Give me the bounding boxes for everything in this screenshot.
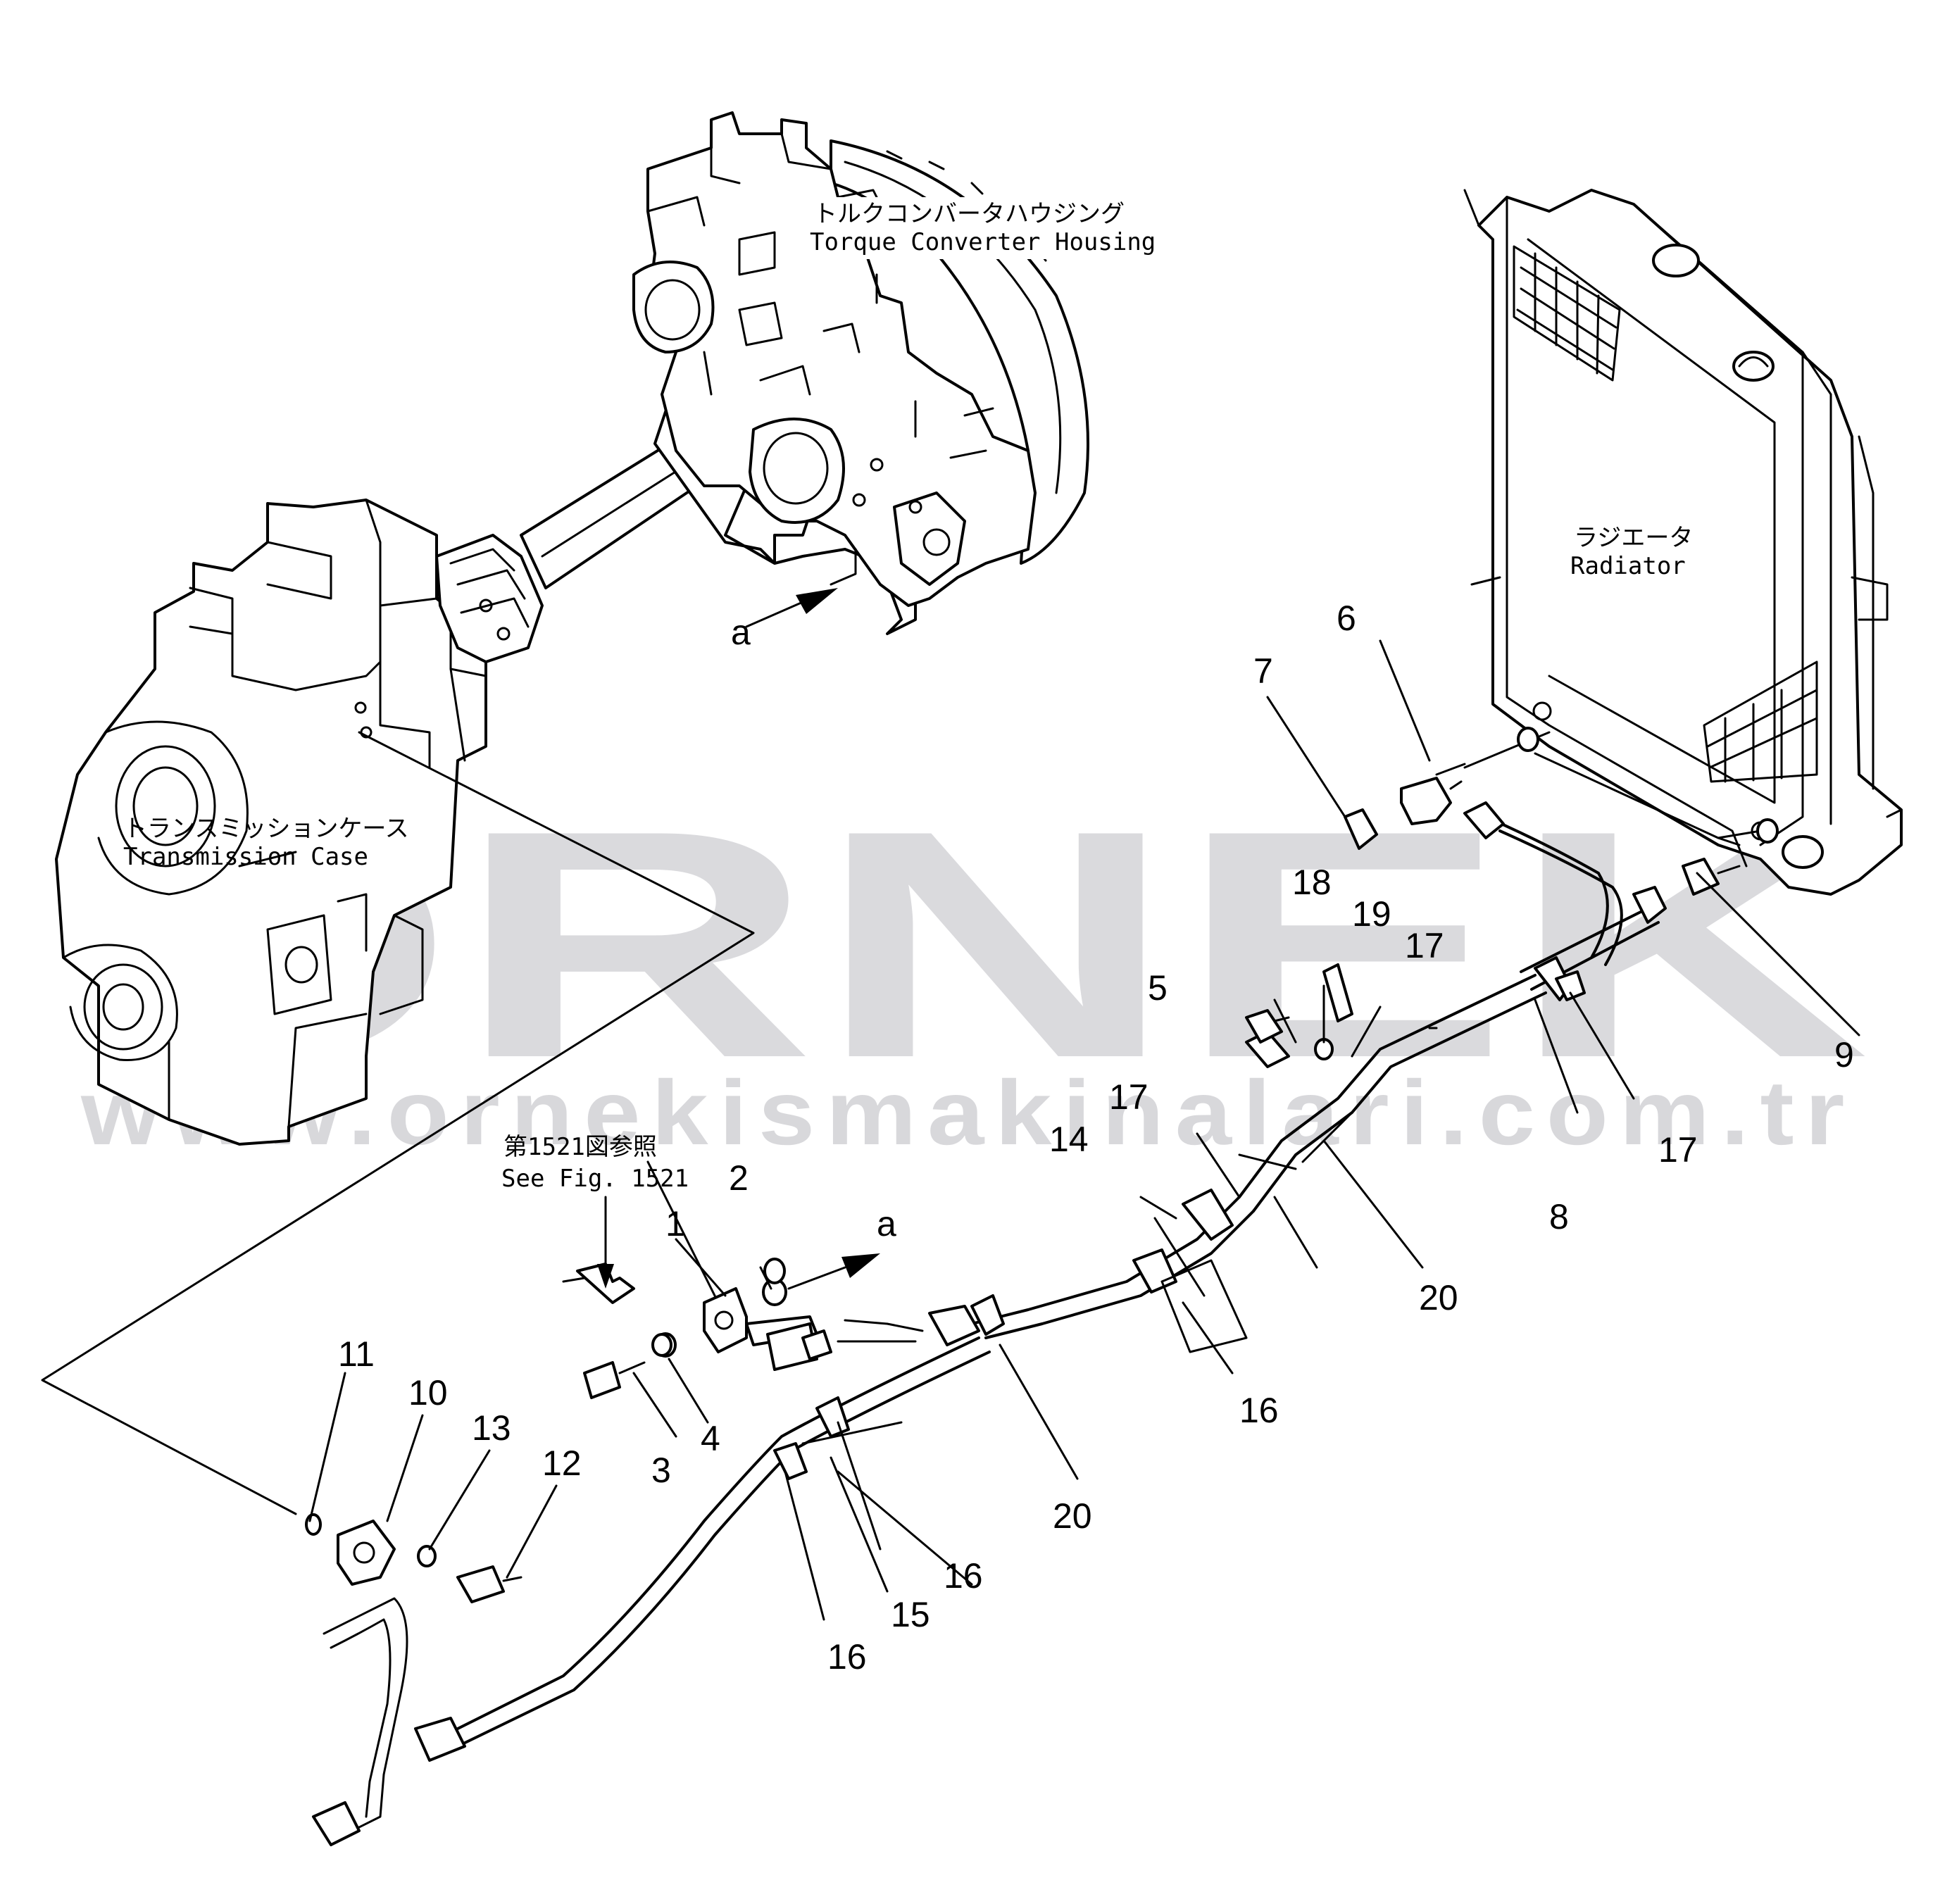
callout-17c: 17 [1658,1130,1698,1170]
see-fig-arrow-head [597,1264,614,1289]
callout-17: 17 [1109,1077,1149,1117]
view-label-a: a [731,613,751,652]
component-labels: トルクコンバータハウジング Torque Converter Housing ト… [123,197,1693,1244]
callout-4: 4 [701,1419,720,1458]
transmission-label-en: Transmission Case [123,843,368,871]
view-label-a2: a [877,1204,896,1244]
callout-5: 5 [1148,968,1168,1008]
callout-13: 13 [472,1408,511,1448]
callout-19: 19 [1352,894,1391,934]
torque-converter-label-jp: トルクコンバータハウジング [813,200,1125,228]
torque-converter-housing [632,111,1089,635]
radiator-label-jp: ラジエータ [1574,524,1693,552]
oil-line [312,801,1667,1846]
callout-3: 3 [651,1451,671,1490]
transmission-case [55,499,544,1146]
callout-2: 2 [729,1158,749,1198]
callout-15: 15 [891,1595,930,1634]
callout-leaders [308,273,1860,1621]
radiator-grille [1513,245,1818,783]
watermark-url: www.ornekismakinalari.com.tr [80,1061,1855,1164]
callout-7: 7 [1253,651,1273,691]
torque-label-bg [806,197,1165,259]
see-fig-label-en: See Fig. 1521 [501,1165,689,1193]
callout-20: 20 [1419,1278,1458,1317]
radiator-label-en: Radiator [1570,552,1686,580]
view-arrow-a-head [796,588,838,614]
callout-numbers: 1 2 3 4 5 6 7 8 9 10 11 12 13 14 15 16 1… [338,599,1854,1677]
callout-11: 11 [338,1334,375,1374]
torque-converter-label-en: Torque Converter Housing [810,228,1156,256]
callout-14: 14 [1049,1120,1089,1159]
transmission-label-jp: トランスミッションケース [123,815,409,843]
callout-16c: 16 [827,1637,867,1677]
callout-1: 1 [665,1204,685,1244]
callout-6: 6 [1337,599,1356,638]
callout-20b: 20 [1053,1496,1092,1536]
callout-16: 16 [1239,1391,1279,1430]
see-fig-label-jp: 第1521図参照 [503,1133,657,1161]
callout-10: 10 [408,1373,448,1413]
callout-9: 9 [1834,1035,1854,1075]
view-arrows [597,548,880,1290]
view-arrow-a2-head [841,1253,880,1278]
callout-16b: 16 [944,1556,983,1596]
callout-12: 12 [542,1443,582,1483]
callout-17b: 17 [1405,926,1444,965]
callout-8: 8 [1549,1197,1569,1236]
callout-18: 18 [1292,863,1332,902]
